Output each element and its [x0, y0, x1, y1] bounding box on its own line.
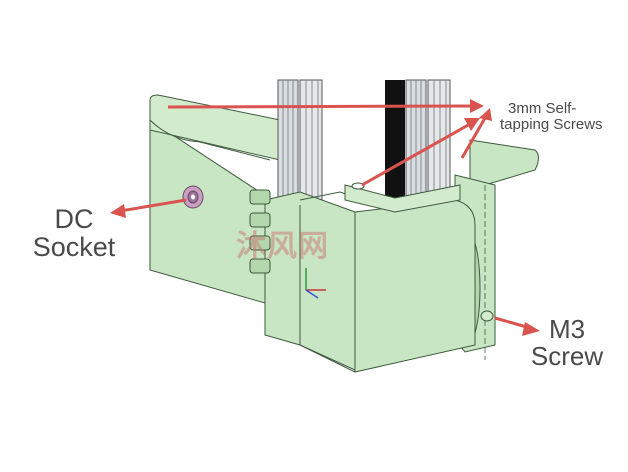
side-clips	[249, 189, 271, 274]
front-block	[264, 182, 476, 373]
m3-screw-head	[480, 310, 494, 322]
label-dc-socket: DC Socket	[30, 205, 118, 262]
label-self-tapping-screws: 3mm Self- tapping Screws	[500, 101, 603, 133]
label-m3-line2: Screw	[530, 341, 604, 372]
axis-triad-icon	[305, 268, 326, 299]
arrow-head-screw-2	[464, 118, 480, 131]
dc-socket	[182, 185, 204, 209]
label-m3-screw: M3 Screw	[523, 314, 611, 372]
annotation-arrows	[110, 99, 540, 336]
arrow-head-dc-socket	[110, 204, 126, 218]
arrow-screw-2	[361, 122, 471, 187]
arrow-head-screw-3	[479, 108, 492, 121]
watermark: 沐风网	[236, 230, 329, 263]
arrow-head-screw-1	[470, 99, 484, 113]
arrow-screw-3	[460, 117, 487, 159]
arrow-screw-1	[167, 104, 477, 109]
label-screws-line1: 3mm Self-	[508, 100, 577, 117]
label-dc-line2: Socket	[32, 232, 116, 263]
label-dc-line1: DC	[54, 204, 94, 234]
label-m3-line1: M3	[548, 314, 586, 344]
label-screws-line2: tapping Screws	[500, 115, 603, 133]
arrow-head-m3-screw	[522, 322, 540, 336]
arrow-dc-socket	[119, 198, 187, 213]
